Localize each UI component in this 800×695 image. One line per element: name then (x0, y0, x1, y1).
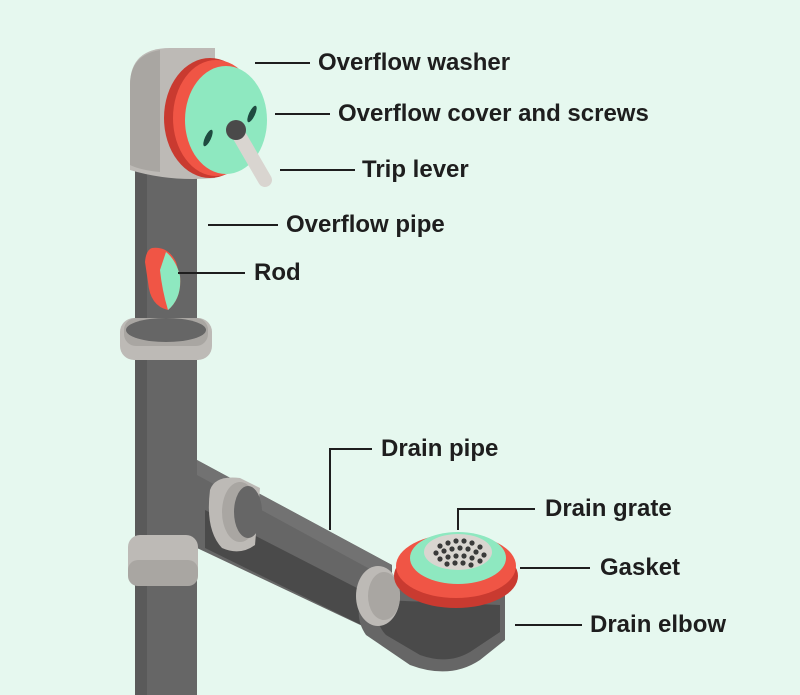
label-overflow-cover: Overflow cover and screws (338, 100, 649, 127)
label-rod: Rod (254, 259, 301, 286)
upper-coupling (120, 318, 212, 360)
lower-coupling (128, 535, 198, 586)
screw-icon (203, 129, 213, 147)
rod (145, 247, 181, 310)
drain-coupling (208, 477, 262, 552)
leader-drain-grate (457, 508, 535, 530)
label-drain-elbow: Drain elbow (590, 611, 727, 638)
label-gasket: Gasket (600, 554, 681, 581)
trip-lever (226, 120, 272, 187)
leader-drain-pipe (329, 448, 372, 530)
label-trip-lever: Trip lever (362, 156, 469, 183)
screw-icon (247, 105, 257, 123)
grate-holes-icon (433, 538, 487, 568)
drain-grate (410, 532, 506, 584)
label-overflow-pipe: Overflow pipe (286, 211, 445, 238)
label-drain-pipe: Drain pipe (381, 435, 499, 462)
leader-lines (178, 62, 590, 626)
label-drain-grate: Drain grate (545, 495, 672, 522)
overflow-pipe (135, 165, 197, 695)
label-overflow-washer: Overflow washer (318, 49, 511, 76)
